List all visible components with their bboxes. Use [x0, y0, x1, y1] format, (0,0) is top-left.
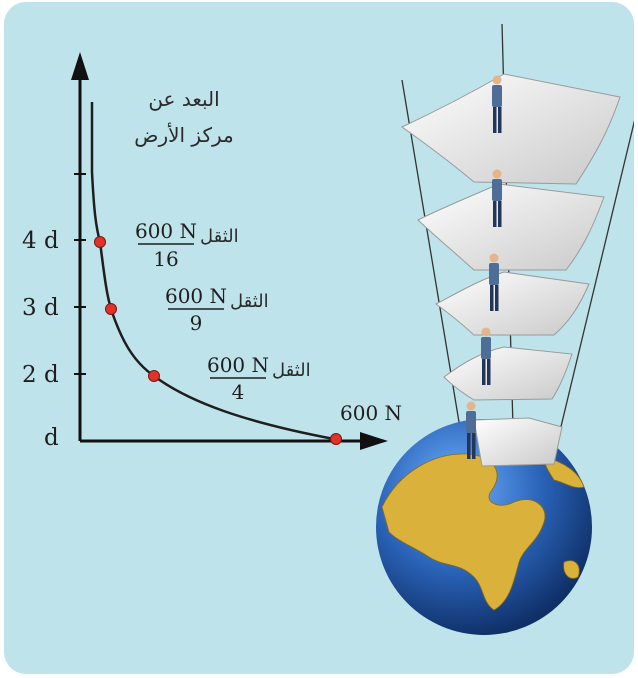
diagram-canvas: 4 d 3 d 2 d d البعد عن مركز الأرض 600 N …: [22, 23, 634, 635]
point-4d-numerator: 600 N: [135, 219, 197, 243]
point-2d-weight-label: الثقل: [272, 360, 311, 381]
person-figure: [489, 253, 499, 311]
data-point-1d: [330, 433, 342, 445]
data-point-4d: [94, 236, 106, 248]
data-point-3d: [105, 303, 117, 315]
y-axis-title-line1: البعد عن: [148, 87, 219, 111]
point-2d-denominator: 4: [232, 380, 245, 404]
earth-land: [543, 456, 585, 489]
point-4d-denominator: 16: [153, 247, 178, 271]
point-3d-weight-label: الثقل: [230, 291, 269, 312]
y-tick-label-4d: 4 d: [22, 228, 59, 254]
y-tick-label-3d: 3 d: [22, 295, 59, 321]
weight-curve: [90, 102, 335, 441]
platform: [443, 346, 573, 401]
platform: [417, 183, 605, 271]
x-axis-arrowhead: [360, 432, 388, 450]
earth-land: [563, 560, 580, 579]
person-figure: [492, 169, 502, 227]
platform: [435, 271, 590, 336]
person-figure: [481, 327, 491, 385]
point-3d-denominator: 9: [190, 311, 203, 335]
earth-illustration: [376, 23, 634, 635]
point-3d-numerator: 600 N: [165, 284, 227, 308]
data-point-2d: [148, 370, 160, 382]
y-tick-label-2d: 2 d: [22, 362, 59, 388]
y-axis-arrowhead: [71, 52, 89, 80]
point-2d-numerator: 600 N: [207, 353, 269, 377]
diagram-panel: 4 d 3 d 2 d d البعد عن مركز الأرض 600 N …: [4, 2, 634, 674]
point-1d-weight-label: 600 N: [340, 401, 402, 425]
y-tick-label-d: d: [44, 425, 59, 451]
platform: [401, 73, 621, 185]
graph: 4 d 3 d 2 d d البعد عن مركز الأرض 600 N …: [22, 52, 402, 451]
person-figure: [466, 401, 476, 459]
guide-line: [551, 120, 634, 465]
y-axis-title-line2: مركز الأرض: [134, 123, 233, 147]
point-4d-weight-label: الثقل: [200, 226, 239, 247]
guide-line: [401, 79, 467, 465]
person-figure: [492, 75, 502, 133]
platform: [473, 417, 563, 467]
